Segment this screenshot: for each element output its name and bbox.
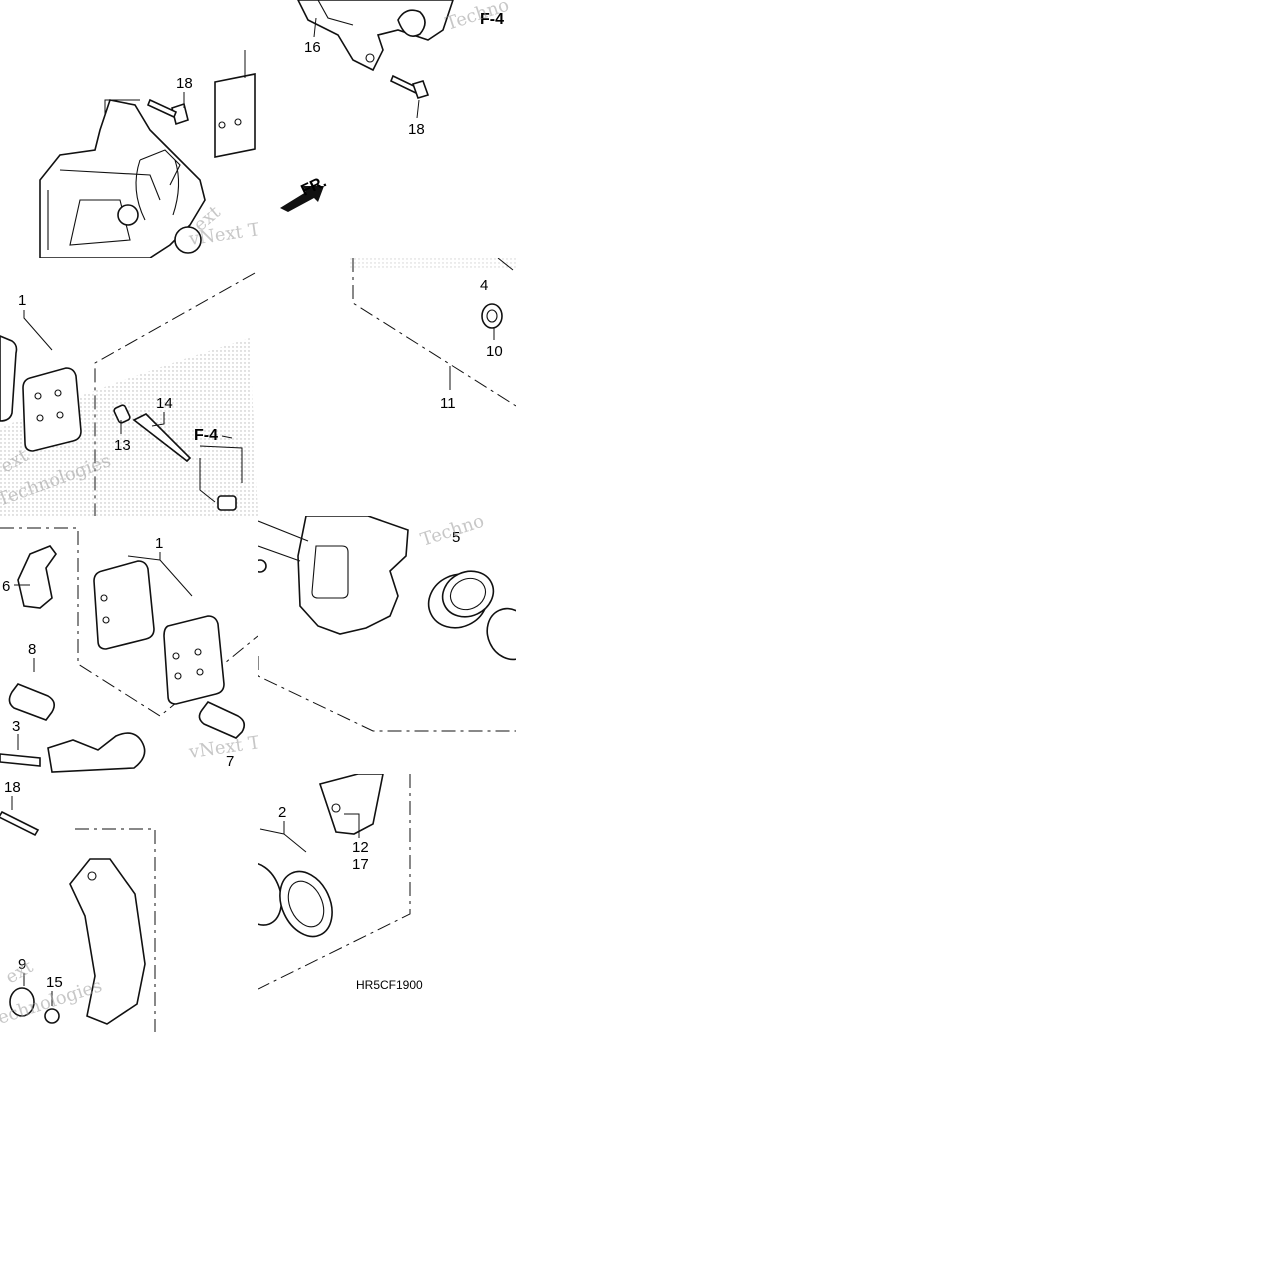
tile-bracket: 16 F-4 18 FR. Techno bbox=[258, 0, 516, 258]
callout-9: 9 bbox=[18, 956, 26, 973]
callout-16: 16 bbox=[304, 39, 321, 56]
tile-seals: 4 10 11 bbox=[258, 258, 516, 516]
callout-13: 13 bbox=[114, 437, 131, 454]
ref-front: FR. bbox=[299, 173, 330, 199]
tile-dust-seals: 12 17 2 HR5CF1900 bbox=[258, 774, 516, 1032]
watermark: vNext Tec bbox=[187, 729, 258, 763]
tile-bottom-bracket: 18 9 15 ext echnologies bbox=[0, 774, 258, 1032]
callout-18: 18 bbox=[4, 779, 21, 796]
callout-5: 5 bbox=[452, 529, 460, 546]
tile-clips: 6 1 8 3 7 vNext Tec bbox=[0, 516, 258, 774]
callout-6: 6 bbox=[2, 578, 10, 595]
ref-f4: F-4 bbox=[480, 11, 504, 28]
callout-15: 15 bbox=[46, 974, 63, 991]
callout-1: 1 bbox=[18, 292, 26, 309]
watermark: ext bbox=[2, 956, 37, 989]
tile-pads: 1 13 14 F-4 ext Technologies bbox=[0, 258, 258, 516]
callout-3: 3 bbox=[12, 718, 20, 735]
callout-1: 1 bbox=[155, 535, 163, 552]
callout-18: 18 bbox=[176, 75, 193, 92]
callout-12: 12 bbox=[352, 839, 369, 856]
callout-8: 8 bbox=[28, 641, 36, 658]
ref-f4: F-4 bbox=[194, 427, 218, 444]
tile-caliper-assembly: 18 vNext Tec ext bbox=[0, 0, 258, 258]
callout-14: 14 bbox=[156, 395, 173, 412]
watermark: Techno bbox=[443, 0, 512, 35]
callout-2: 2 bbox=[278, 804, 286, 821]
callout-4: 4 bbox=[480, 277, 488, 294]
tile-piston: 5 Techno bbox=[258, 516, 516, 774]
diagram-code: HR5CF1900 bbox=[356, 978, 423, 992]
callout-17: 17 bbox=[352, 856, 369, 873]
callout-11: 11 bbox=[440, 395, 456, 412]
callout-10: 10 bbox=[486, 343, 503, 360]
callout-18: 18 bbox=[408, 121, 425, 138]
callout-7: 7 bbox=[226, 753, 234, 770]
